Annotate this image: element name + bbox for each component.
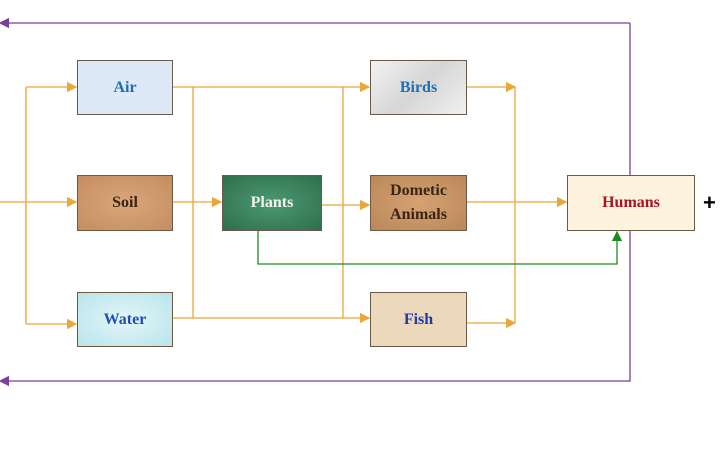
node-label: Dometic Animals xyxy=(390,182,447,223)
node-label: Water xyxy=(103,310,147,328)
node-label: Soil xyxy=(112,194,138,211)
node-label: Fish xyxy=(403,310,434,328)
node-label: Birds xyxy=(399,78,438,96)
node-plants: Plants xyxy=(222,175,322,231)
node-domestic-animals: Dometic Animals xyxy=(370,175,467,231)
node-fish: Fish xyxy=(370,292,467,347)
node-soil: Soil xyxy=(77,175,173,231)
node-label: Plants xyxy=(250,194,294,211)
node-label: Humans xyxy=(602,194,660,211)
node-air: Air xyxy=(77,60,173,115)
node-birds: Birds xyxy=(370,60,467,115)
node-humans: Humans xyxy=(567,175,695,231)
plants-to-humans xyxy=(257,230,623,265)
node-label: Air xyxy=(113,78,137,96)
node-water: Water xyxy=(77,292,173,347)
plus-icon: + xyxy=(703,190,716,215)
feedback-bottom xyxy=(0,23,631,387)
